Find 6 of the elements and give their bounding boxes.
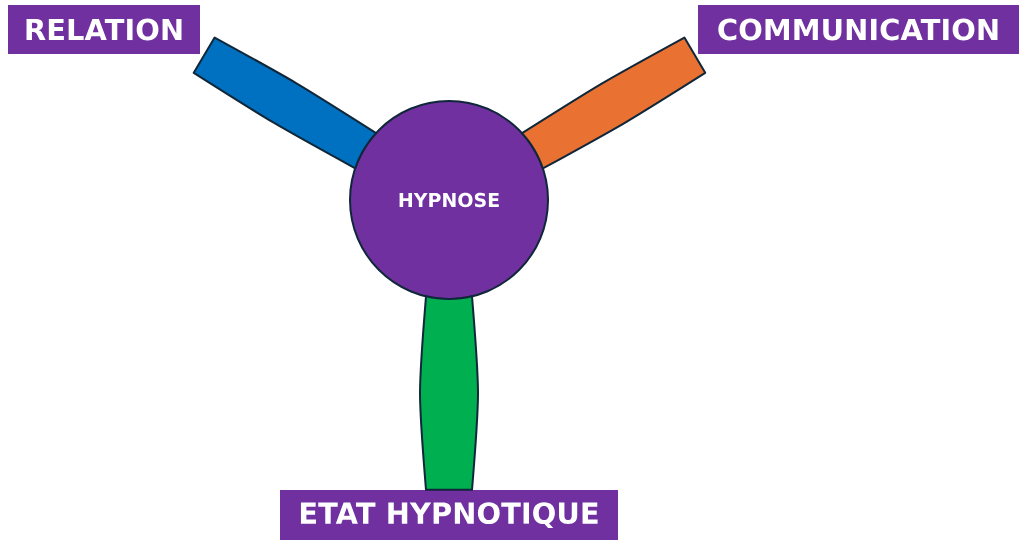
label-box: ETAT HYPNOTIQUE [280, 490, 618, 540]
connector-bar [419, 295, 479, 491]
connector-bar [521, 36, 707, 170]
label-box: RELATION [8, 5, 200, 54]
label-box: COMMUNICATION [698, 5, 1019, 54]
connector-bar [192, 36, 378, 170]
